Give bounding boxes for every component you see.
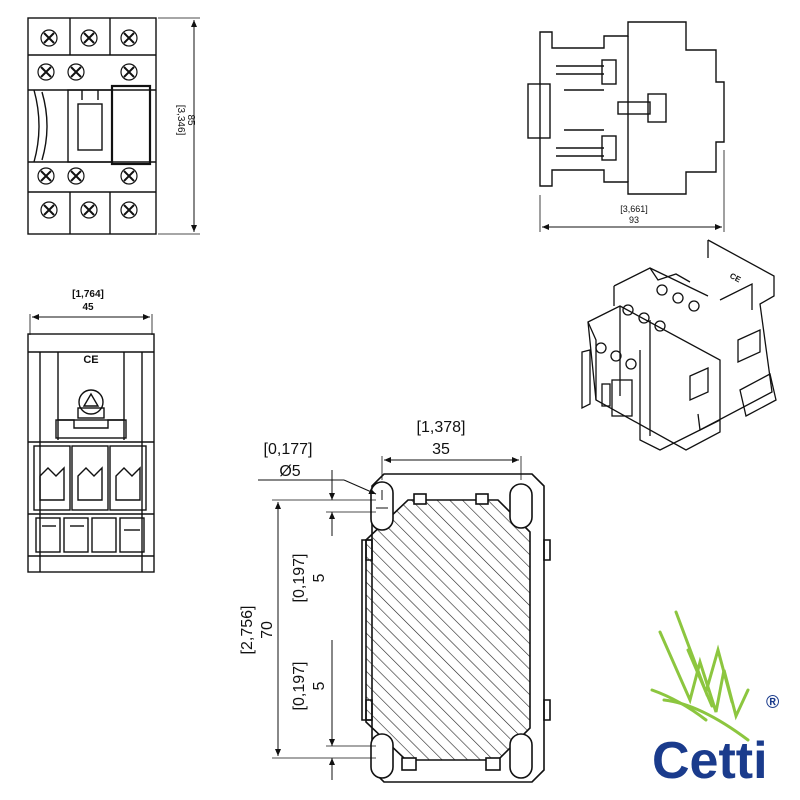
plate-upper-slot-mm-label: 5 xyxy=(311,573,328,582)
logo-registered-mark: ® xyxy=(766,692,779,712)
top-width-inch-label: [1,764] xyxy=(72,289,104,300)
front-height-inch-label: [3,346] xyxy=(175,105,186,136)
plate-lower-slot-mm-label: 5 xyxy=(311,681,328,690)
side-depth-mm-label: 93 xyxy=(629,215,639,225)
cetti-logo: Cetti ® xyxy=(650,610,779,790)
top-ce-mark: CE xyxy=(83,354,98,366)
plate-height-mm-label: 70 xyxy=(259,621,276,639)
front-view xyxy=(27,17,200,235)
plate-hole-dia-inch-label: [0,177] xyxy=(264,441,313,458)
top-view xyxy=(27,314,155,573)
mounting-plate xyxy=(258,456,551,783)
isometric-view xyxy=(581,239,777,451)
plate-upper-slot-inch-label: [0,197] xyxy=(291,554,308,603)
plate-spacing-inch-label: [1,378] xyxy=(417,419,466,436)
top-width-mm-label: 45 xyxy=(82,302,94,313)
side-depth-inch-label: [3,661] xyxy=(620,204,648,214)
side-view xyxy=(527,21,725,232)
plate-hole-dia-mm-label: Ø5 xyxy=(279,463,300,480)
plate-height-inch-label: [2,756] xyxy=(239,606,256,655)
front-height-mm-label: 85 xyxy=(185,114,196,126)
logo-swoosh-graphic xyxy=(650,610,750,742)
plate-lower-slot-inch-label: [0,197] xyxy=(291,662,308,711)
plate-spacing-mm-label: 35 xyxy=(432,441,450,458)
logo-wordmark: Cetti xyxy=(652,732,768,790)
iso-ce-mark: CE xyxy=(728,271,743,284)
